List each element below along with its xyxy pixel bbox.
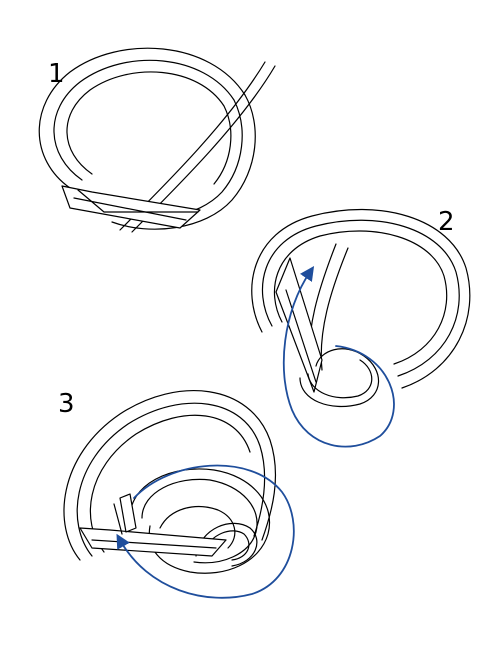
step-3-group: 3: [58, 389, 295, 599]
step-3-belt-knot: [79, 468, 271, 574]
step-2-belt-loop: [251, 208, 471, 389]
step-1-group: 1: [38, 47, 276, 233]
step-1-belt-tail: [61, 61, 276, 233]
step-3-number: 3: [58, 389, 75, 419]
step-2-number: 2: [438, 207, 455, 237]
step-3-belt-loop: [63, 390, 277, 561]
step-1-belt-loop: [38, 47, 256, 230]
step-2-belt-knot: [275, 243, 380, 408]
step-2-group: 2: [251, 207, 471, 448]
step-3-arrow: [116, 464, 295, 599]
step-2-arrow: [282, 266, 395, 448]
